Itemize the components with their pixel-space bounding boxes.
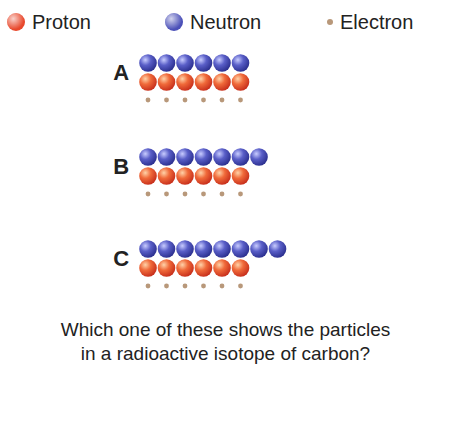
neutron-sphere	[213, 240, 231, 258]
neutron-sphere	[176, 148, 194, 166]
proton-sphere	[232, 167, 250, 185]
proton-sphere	[139, 73, 157, 91]
electron-dot	[146, 192, 151, 197]
proton-sphere	[158, 167, 176, 185]
proton-sphere	[213, 259, 231, 277]
neutron-sphere	[158, 240, 176, 258]
legend-swatch	[327, 19, 333, 25]
legend-swatch	[165, 13, 183, 31]
neutron-sphere	[158, 54, 176, 72]
electron-dot	[183, 192, 188, 197]
proton-sphere	[139, 167, 157, 185]
electron-dot	[164, 192, 169, 197]
electron-dot	[201, 98, 206, 103]
electron-dot	[146, 284, 151, 289]
electron-dot	[146, 98, 151, 103]
proton-sphere	[195, 259, 213, 277]
electron-dot	[183, 98, 188, 103]
proton-sphere	[213, 167, 231, 185]
electron-dot	[220, 284, 225, 289]
neutron-sphere	[158, 148, 176, 166]
electron-dot	[238, 192, 243, 197]
proton-sphere	[213, 73, 231, 91]
neutron-sphere	[139, 148, 157, 166]
electron-dot	[201, 284, 206, 289]
swatch-highlight	[165, 13, 183, 31]
neutron-sphere	[139, 240, 157, 258]
neutron-sphere	[232, 148, 250, 166]
option-letter: A	[113, 60, 129, 86]
neutron-sphere	[195, 240, 213, 258]
neutron-sphere	[269, 240, 287, 258]
proton-sphere	[176, 73, 194, 91]
electron-dot	[164, 284, 169, 289]
proton-sphere	[158, 259, 176, 277]
neutron-sphere	[195, 148, 213, 166]
neutron-sphere	[232, 240, 250, 258]
neutron-sphere	[195, 54, 213, 72]
legend-text: Electron	[340, 10, 413, 34]
proton-sphere	[176, 167, 194, 185]
electron-dot	[183, 284, 188, 289]
neutron-sphere	[213, 54, 231, 72]
proton-sphere	[176, 259, 194, 277]
electron-dot	[220, 98, 225, 103]
neutron-sphere	[250, 240, 268, 258]
electron-dot	[220, 192, 225, 197]
neutron-sphere	[139, 54, 157, 72]
option-letter: B	[113, 154, 129, 180]
option-letter: C	[113, 246, 129, 272]
proton-sphere	[195, 73, 213, 91]
legend-text: Proton	[32, 10, 91, 34]
electron-dot	[164, 98, 169, 103]
proton-sphere	[232, 259, 250, 277]
electron-dot	[238, 284, 243, 289]
legend-swatch	[7, 13, 25, 31]
proton-sphere	[232, 73, 250, 91]
legend-text: Neutron	[190, 10, 261, 34]
electron-dot	[238, 98, 243, 103]
question-caption: Which one of these shows the particles i…	[60, 318, 391, 366]
electron-dot	[201, 192, 206, 197]
proton-sphere	[158, 73, 176, 91]
swatch-highlight	[7, 13, 25, 31]
neutron-sphere	[213, 148, 231, 166]
proton-sphere	[195, 167, 213, 185]
neutron-sphere	[250, 148, 268, 166]
neutron-sphere	[232, 54, 250, 72]
neutron-sphere	[176, 54, 194, 72]
neutron-sphere	[176, 240, 194, 258]
proton-sphere	[139, 259, 157, 277]
